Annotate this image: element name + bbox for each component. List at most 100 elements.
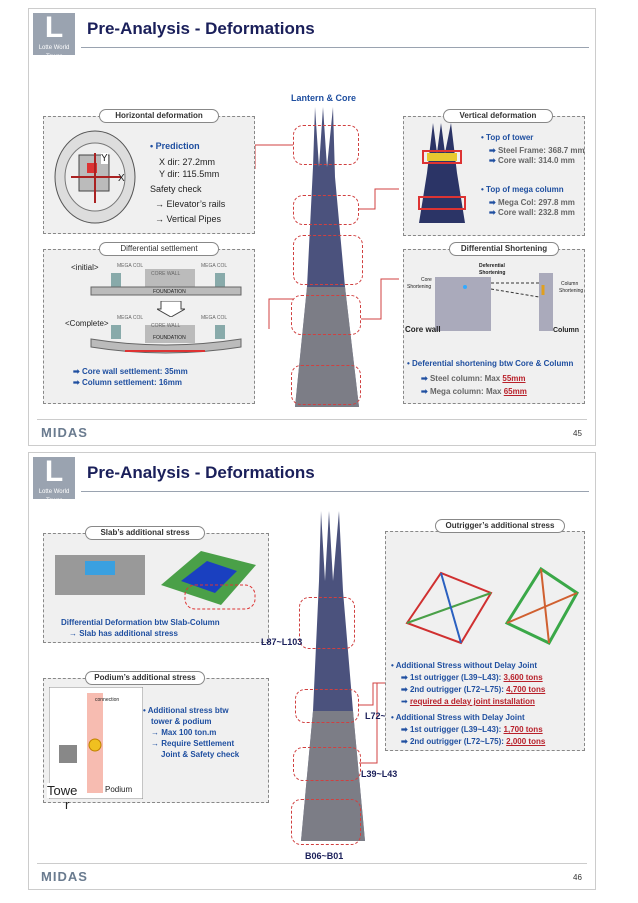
axis-x: X [118, 173, 125, 184]
outrigger-o1: ➡ 1st outrigger (L39~L43): 3,600 tons [401, 673, 543, 682]
arrow-icon: ➡ [401, 737, 410, 746]
midas-logo: MIDAS [41, 425, 88, 440]
steel-column-text: Steel column: Max [429, 374, 503, 383]
corewall-1: CORE WALL [151, 271, 181, 277]
steel-column-val: 55mm [502, 374, 526, 383]
callout-box-upper [293, 195, 359, 225]
callout-box-l87 [299, 597, 355, 649]
slab-images [55, 551, 256, 610]
initial-diagram [90, 269, 242, 296]
logo-letter: L [44, 11, 64, 44]
page-number: 46 [573, 873, 582, 882]
mega-col-left-2: MEGA COL [117, 315, 144, 321]
shortening-diagram [435, 273, 553, 331]
slab-line-1: Differential Deformation btw Slab-Column [61, 618, 220, 627]
steel-frame-text: Steel Frame: 368.7 mm [497, 146, 585, 155]
outrigger-pill: Outrigger’s additional stress [435, 519, 565, 533]
column-settlement: ➡ Column settlement: 16mm [73, 378, 182, 387]
column-shortening-label: Shortening [559, 288, 584, 294]
core-wall2-value: ➡ Core wall: 232.8 mm [489, 208, 575, 217]
logo-sub-2: Tower [45, 54, 62, 60]
complete-diagram [90, 325, 242, 354]
column-label-small: Column [561, 281, 579, 287]
callout-box-lower [291, 295, 361, 335]
mega-col-text: Mega Col: 297.8 mm [497, 198, 575, 207]
outrigger-h1: • Additional Stress without Delay Joint [391, 661, 538, 670]
callout-box-base [291, 365, 361, 405]
callout-box-b06 [291, 799, 361, 845]
podium-plan [49, 687, 143, 799]
column-label: Column [553, 327, 580, 334]
o2-val: 4,700 tons [506, 685, 546, 694]
level-l39: L39~L43 [361, 769, 398, 779]
core-settlement-text: Core wall settlement: 35mm [81, 367, 188, 376]
o2-text: 2nd outrigger (L72~L75): [409, 685, 507, 694]
mega-column-val: 65mm [503, 387, 527, 396]
shortening-label: Shortening [479, 270, 506, 276]
logo-sub-1: Lotte World [38, 45, 70, 51]
callout-lines [255, 144, 399, 329]
callout-box-middle [293, 235, 363, 285]
down-arrow-icon [157, 301, 185, 317]
o4-val: 2,000 tons [506, 737, 546, 746]
arrow-icon: ➡ [73, 367, 82, 376]
initial-label: <initial> [71, 263, 99, 272]
mega-col-right-1: MEGA COL [201, 263, 228, 269]
callout-box-l39 [293, 747, 361, 781]
callout-box-l72 [295, 689, 359, 723]
o3-val: 1,700 tons [503, 725, 543, 734]
tower-model-image [295, 107, 359, 407]
complete-label: <Complete> [65, 319, 109, 328]
arrow-icon: ➡ [489, 198, 498, 207]
core-wall-text: Core wall: 314.0 mm [497, 156, 575, 165]
steel-frame-value: ➡ Steel Frame: 368.7 mm [489, 146, 585, 155]
podium-b2: tower & podium [151, 717, 212, 726]
core-wall-value: ➡ Core wall: 314.0 mm [489, 156, 575, 165]
tower-label: Towe [47, 783, 78, 798]
foundation-1: FOUNDATION [153, 289, 186, 295]
slide-title: Pre-Analysis - Deformations [87, 19, 315, 38]
shortening-headline: • Deferential shortening btw Core & Colu… [407, 359, 574, 368]
column-settlement-text: Column settlement: 16mm [81, 378, 182, 387]
outrigger-o2: ➡ 2nd outrigger (L72~L75): 4,700 tons [401, 685, 545, 694]
footer-divider [37, 863, 587, 864]
arrow-icon: ➡ [489, 156, 498, 165]
vertical-pill: Vertical deformation [443, 109, 553, 123]
lotte-logo: L Lotte World Tower [33, 11, 75, 60]
arrow-icon: ➡ [421, 387, 430, 396]
o3-text: 1st outrigger (L39~L43): [409, 725, 504, 734]
o4-text: 2nd outrigger (L72~L75): [409, 737, 507, 746]
midas-logo: MIDAS [41, 869, 88, 884]
slab-line-2: → Slab has additional stress [69, 629, 178, 638]
arrow-icon: ➡ [421, 374, 430, 383]
lotte-logo: L Lotte World Tower [33, 457, 75, 504]
top-of-tower: • Top of tower [481, 133, 534, 142]
tower-label-2: r [65, 797, 70, 812]
arrow-icon: ➡ [401, 725, 410, 734]
mega-col-right-2: MEGA COL [201, 315, 228, 321]
arrow-icon: ➡ [489, 146, 498, 155]
logo-sub-1: Lotte World [38, 489, 70, 495]
lantern-core-label: Lantern & Core [291, 93, 357, 103]
slide-title: Pre-Analysis - Deformations [87, 463, 315, 482]
core-wall2-text: Core wall: 232.8 mm [497, 208, 575, 217]
arrow-icon: ➡ [73, 378, 82, 387]
foundation-2: FOUNDATION [153, 335, 186, 341]
podium-pill: Podium’s additional stress [85, 671, 205, 685]
y-dir-value: Y dir: 115.5mm [159, 169, 220, 179]
arrow-icon: ➡ [401, 673, 410, 682]
tower-model-image-2 [301, 511, 365, 841]
axis-y: Y [101, 153, 108, 164]
slab-pill: Slab’s additional stress [85, 526, 205, 540]
req-text: required a delay joint installation [409, 697, 535, 706]
core-shortening-label: Shortening [407, 284, 432, 290]
shortening-pill: Differential Shortening [449, 242, 559, 256]
outrigger-images [405, 566, 579, 645]
arrow-icon: ➡ [401, 685, 410, 694]
podium-b3: → Max 100 ton.m [151, 728, 217, 737]
corewall-2: CORE WALL [151, 323, 181, 329]
o1-text: 1st outrigger (L39~L43): [409, 673, 504, 682]
outrigger-h2: • Additional Stress with Delay Joint [391, 713, 525, 722]
steel-column-max: ➡ Steel column: Max 55mm [421, 374, 526, 383]
shortening-panel [403, 249, 585, 404]
